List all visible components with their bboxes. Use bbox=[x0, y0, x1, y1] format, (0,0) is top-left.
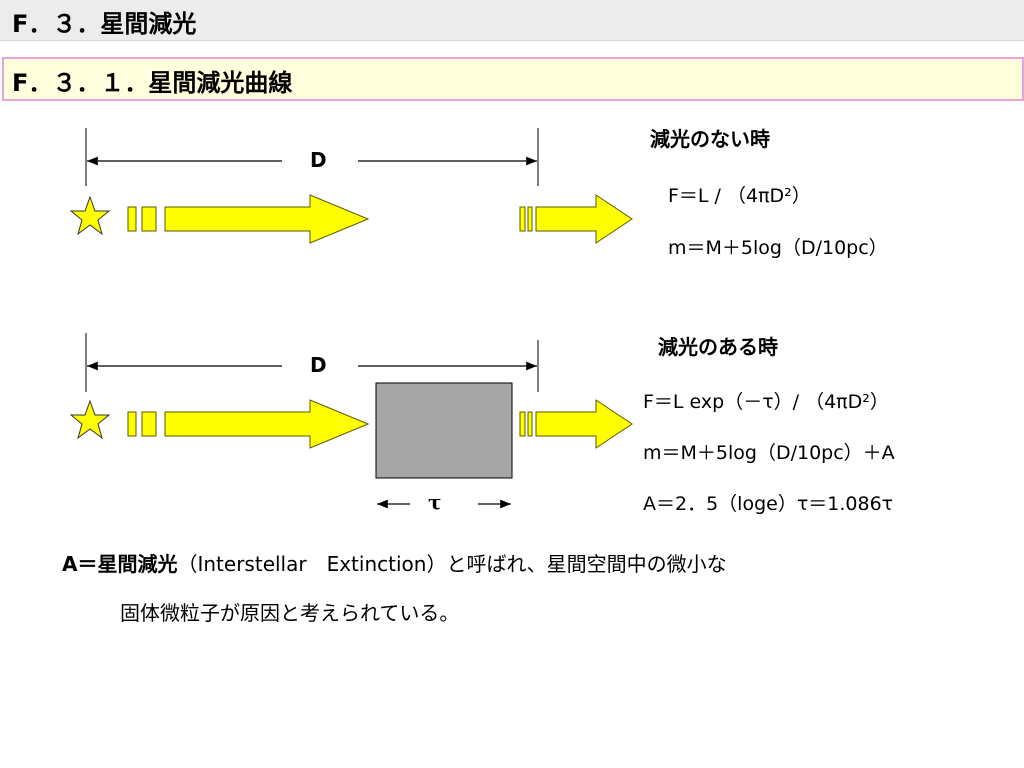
paragraph-line-1: A＝星間減光（Interstellar Extinction）と呼ばれ、星間空間… bbox=[62, 548, 727, 577]
dust-cloud-box bbox=[375, 382, 513, 479]
bottom-beam-dash-2 bbox=[141, 411, 157, 437]
bottom-beam-arrow-icon bbox=[164, 399, 370, 449]
section-title: F．３．星間減光 bbox=[12, 10, 197, 38]
bottom-light-beam bbox=[127, 399, 633, 449]
top-light-beam bbox=[127, 194, 633, 244]
top-distance-indicator bbox=[85, 128, 539, 186]
magnitude-formula-with-extinction: m＝M＋5log（D/10pc）＋A bbox=[643, 442, 895, 464]
bottom-out-dash-2 bbox=[527, 411, 533, 437]
top-star-icon bbox=[69, 195, 111, 236]
no-extinction-heading: 減光のない時 bbox=[650, 127, 770, 151]
bottom-beam-dash-1 bbox=[127, 411, 137, 437]
bottom-out-arrow-icon bbox=[535, 399, 633, 449]
flux-formula-with-extinction: F＝L exp（－τ）/ （4πD²） bbox=[643, 391, 889, 413]
subsection-header: F．３．１．星間減光曲線 bbox=[2, 57, 1024, 101]
top-beam-dash-1 bbox=[127, 206, 137, 232]
with-extinction-heading: 減光のある時 bbox=[658, 335, 778, 359]
top-beam-dash-2 bbox=[141, 206, 157, 232]
bottom-distance-label: D bbox=[310, 353, 327, 377]
extinction-definition-formula: A＝2．5（loge）τ＝1.086τ bbox=[643, 493, 894, 515]
top-out-dash-1 bbox=[519, 206, 526, 232]
top-beam-arrow-icon bbox=[164, 194, 370, 244]
magnitude-formula-no-extinction: m＝M＋5log（D/10pc） bbox=[668, 237, 888, 259]
top-out-arrow-icon bbox=[535, 194, 633, 244]
section-header: F．３．星間減光 bbox=[0, 0, 1024, 41]
paragraph-line-1-rest: （Interstellar Extinction）と呼ばれ、星間空間中の微小な bbox=[177, 552, 727, 576]
flux-formula-no-extinction: F＝L / （4πD²） bbox=[668, 185, 811, 207]
bottom-out-dash-1 bbox=[519, 411, 526, 437]
top-out-dash-2 bbox=[527, 206, 533, 232]
extinction-term: A＝星間減光 bbox=[62, 552, 178, 576]
bottom-distance-indicator bbox=[85, 333, 539, 392]
bottom-star-icon bbox=[69, 399, 111, 440]
paragraph-line-2: 固体微粒子が原因と考えられている。 bbox=[120, 601, 460, 625]
top-distance-label: D bbox=[310, 148, 327, 172]
subsection-title: F．３．１．星間減光曲線 bbox=[12, 69, 293, 97]
optical-depth-label: τ bbox=[428, 490, 442, 514]
